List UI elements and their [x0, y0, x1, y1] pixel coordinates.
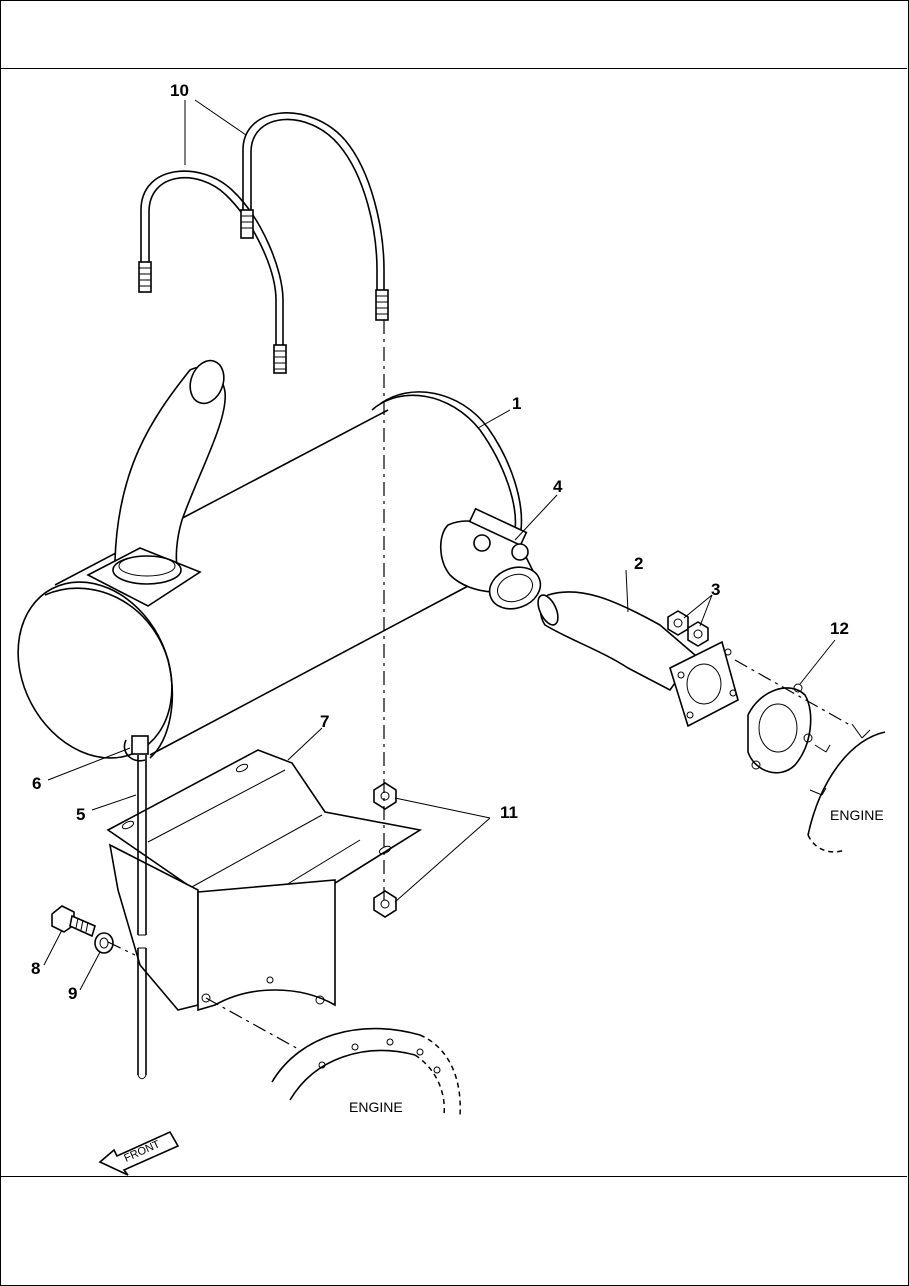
exhaust-gasket — [747, 683, 813, 774]
callout-10: 10 — [170, 81, 189, 100]
callout-9: 9 — [68, 984, 77, 1003]
callout-4: 4 — [553, 477, 563, 496]
muffler — [17, 359, 523, 762]
engine-label-bottom: ENGINE — [349, 1099, 403, 1115]
callout-7: 7 — [320, 712, 329, 731]
callout-6: 6 — [32, 774, 41, 793]
bolt-and-washer — [51, 905, 114, 954]
callout-11: 11 — [500, 803, 518, 822]
callout-3: 3 — [711, 580, 720, 599]
u-bolt-nuts — [373, 782, 397, 918]
engine-label-right: ENGINE — [830, 807, 884, 823]
leader-lines — [43, 99, 836, 991]
callout-2: 2 — [634, 554, 643, 573]
u-bolt-front — [138, 170, 287, 374]
callout-12: 12 — [830, 619, 849, 638]
drain-pipe — [137, 755, 147, 1080]
flange-nuts — [667, 610, 709, 647]
exhaust-clamp — [439, 507, 542, 610]
muffler-bracket — [106, 749, 423, 1012]
callout-8: 8 — [31, 959, 40, 978]
footer-band — [0, 1176, 907, 1285]
callout-5: 5 — [76, 805, 85, 824]
front-arrow: FRONT — [98, 1130, 180, 1176]
engine-manifold-right — [807, 723, 886, 853]
u-bolt-rear — [240, 112, 389, 321]
exhaust-pipe — [537, 591, 739, 728]
callout-1: 1 — [512, 394, 521, 413]
header-band — [0, 0, 907, 69]
engine-housing-bottom — [271, 1027, 461, 1116]
assembly-lines — [107, 320, 851, 1051]
